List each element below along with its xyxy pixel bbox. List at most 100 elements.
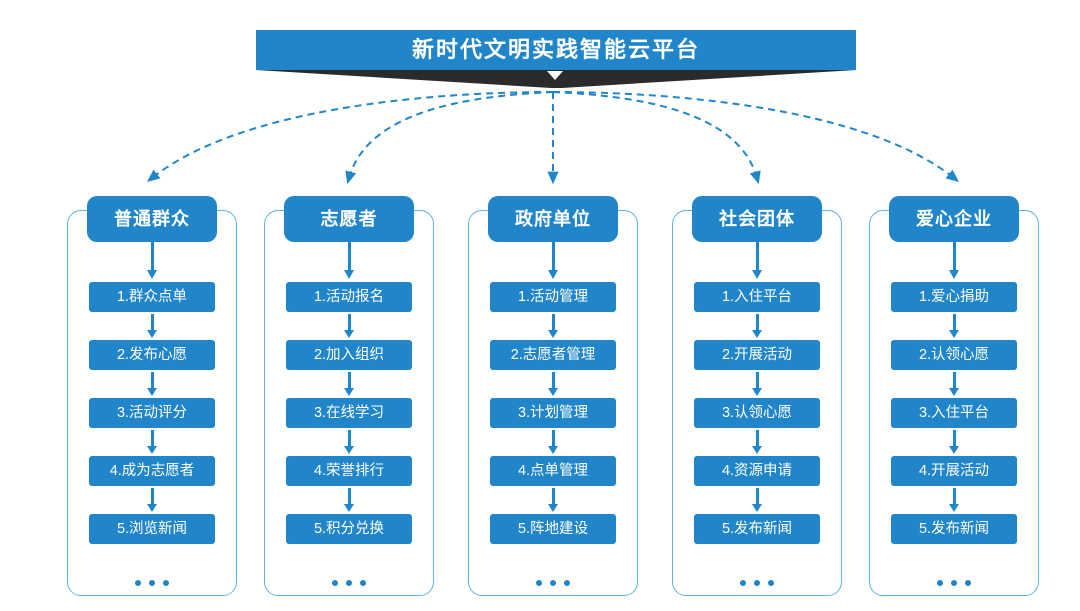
list-item-label: 4.荣誉排行 — [313, 462, 385, 479]
dot-icon — [937, 580, 943, 586]
arrow-down-icon — [490, 312, 616, 340]
arrow-shaft — [756, 242, 759, 272]
arrow-head-icon — [146, 270, 157, 279]
arrow-shaft — [151, 242, 154, 272]
more-items-indicator — [89, 566, 215, 600]
arrow-down-icon — [286, 312, 412, 340]
list-item-label: 3.认领心愿 — [721, 404, 793, 421]
list-item[interactable]: 1.入住平台 — [694, 282, 820, 312]
list-item[interactable]: 2.发布心愿 — [89, 340, 215, 370]
list-item[interactable]: 1.爱心捐助 — [891, 282, 1017, 312]
column-header-label: 志愿者 — [320, 209, 378, 229]
list-item-label: 5.积分兑换 — [313, 520, 385, 537]
list-item[interactable]: 3.计划管理 — [490, 398, 616, 428]
list-item[interactable]: 2.志愿者管理 — [490, 340, 616, 370]
dot-icon — [536, 580, 542, 586]
role-column-caring-enterprise: 爱心企业 1.爱心捐助 2.认领心愿 3.入住平台 4.开展活动 5.发布新闻 — [869, 196, 1039, 596]
column-header-label: 政府单位 — [515, 209, 591, 229]
column-header-social-group[interactable]: 社会团体 — [692, 196, 822, 242]
list-item-label: 4.资源申请 — [721, 462, 793, 479]
connector-to-column-2 — [345, 91, 554, 185]
list-item[interactable]: 3.入住平台 — [891, 398, 1017, 428]
arrow-shaft — [552, 242, 555, 272]
arrow-down-icon — [89, 486, 215, 514]
arrow-down-icon — [694, 428, 820, 456]
list-item-label: 1.活动管理 — [517, 288, 589, 305]
arrow-down-icon — [286, 428, 412, 456]
list-item-label: 2.开展活动 — [721, 346, 793, 363]
column-header-caring-enterprise[interactable]: 爱心企业 — [889, 196, 1019, 242]
list-item-label: 5.发布新闻 — [721, 520, 793, 537]
list-item-label: 3.在线学习 — [313, 404, 385, 421]
list-item-label: 2.认领心愿 — [918, 346, 990, 363]
arrow-header-to-first-item — [490, 242, 616, 282]
column-header-volunteer[interactable]: 志愿者 — [284, 196, 414, 242]
dot-icon — [346, 580, 352, 586]
list-item[interactable]: 4.资源申请 — [694, 456, 820, 486]
list-item[interactable]: 1.群众点单 — [89, 282, 215, 312]
dot-icon — [360, 580, 366, 586]
role-column-social-group: 社会团体 1.入住平台 2.开展活动 3.认领心愿 4.资源申请 5.发布新闻 — [672, 196, 842, 596]
role-columns: 普通群众 1.群众点单 2.发布心愿 3.活动评分 4.成为志愿者 5.浏览新闻 — [0, 196, 1080, 606]
list-item[interactable]: 5.阵地建设 — [490, 514, 616, 544]
list-item-label: 4.成为志愿者 — [109, 462, 195, 479]
column-header-government-unit[interactable]: 政府单位 — [488, 196, 618, 242]
list-item-label: 2.加入组织 — [313, 346, 385, 363]
list-item[interactable]: 4.成为志愿者 — [89, 456, 215, 486]
connector-to-column-4 — [552, 91, 761, 185]
more-items-indicator — [891, 566, 1017, 600]
list-item[interactable]: 1.活动管理 — [490, 282, 616, 312]
column-header-label: 普通群众 — [114, 209, 190, 229]
dot-icon — [332, 580, 338, 586]
list-item[interactable]: 1.活动报名 — [286, 282, 412, 312]
arrow-head-icon — [547, 270, 558, 279]
dot-icon — [550, 580, 556, 586]
column-header-ordinary-public[interactable]: 普通群众 — [87, 196, 217, 242]
list-item[interactable]: 2.认领心愿 — [891, 340, 1017, 370]
dot-icon — [564, 580, 570, 586]
list-item[interactable]: 5.发布新闻 — [891, 514, 1017, 544]
arrow-header-to-first-item — [891, 242, 1017, 282]
more-items-indicator — [490, 566, 616, 600]
list-item[interactable]: 5.积分兑换 — [286, 514, 412, 544]
list-item[interactable]: 5.浏览新闻 — [89, 514, 215, 544]
arrow-down-icon — [891, 428, 1017, 456]
list-item-label: 5.阵地建设 — [517, 520, 589, 537]
arrow-down-icon — [694, 370, 820, 398]
column-header-label: 爱心企业 — [916, 209, 992, 229]
role-column-ordinary-public: 普通群众 1.群众点单 2.发布心愿 3.活动评分 4.成为志愿者 5.浏览新闻 — [67, 196, 237, 596]
arrow-down-icon — [490, 428, 616, 456]
dot-icon — [768, 580, 774, 586]
arrow-down-icon — [286, 486, 412, 514]
column-item-list: 1.入住平台 2.开展活动 3.认领心愿 4.资源申请 5.发布新闻 — [694, 282, 820, 600]
list-item[interactable]: 3.在线学习 — [286, 398, 412, 428]
list-item[interactable]: 2.开展活动 — [694, 340, 820, 370]
dot-icon — [754, 580, 760, 586]
list-item[interactable]: 3.活动评分 — [89, 398, 215, 428]
arrow-down-icon — [891, 370, 1017, 398]
arrow-shaft — [953, 242, 956, 272]
list-item-label: 1.入住平台 — [721, 288, 793, 305]
arrow-header-to-first-item — [89, 242, 215, 282]
arrow-down-icon — [490, 486, 616, 514]
role-column-volunteer: 志愿者 1.活动报名 2.加入组织 3.在线学习 4.荣誉排行 5.积分兑换 — [264, 196, 434, 596]
list-item[interactable]: 3.认领心愿 — [694, 398, 820, 428]
list-item-label: 3.计划管理 — [517, 404, 589, 421]
platform-title-banner: 新时代文明实践智能云平台 — [256, 30, 856, 90]
list-item[interactable]: 5.发布新闻 — [694, 514, 820, 544]
list-item[interactable]: 4.点单管理 — [490, 456, 616, 486]
list-item-label: 4.点单管理 — [517, 462, 589, 479]
arrow-down-icon — [89, 428, 215, 456]
list-item[interactable]: 4.开展活动 — [891, 456, 1017, 486]
list-item[interactable]: 2.加入组织 — [286, 340, 412, 370]
connector-to-column-1 — [146, 91, 554, 182]
more-items-indicator — [286, 566, 412, 600]
column-item-list: 1.活动报名 2.加入组织 3.在线学习 4.荣誉排行 5.积分兑换 — [286, 282, 412, 600]
arrow-down-icon — [891, 486, 1017, 514]
list-item-label: 3.入住平台 — [918, 404, 990, 421]
list-item-label: 3.活动评分 — [116, 404, 188, 421]
dot-icon — [149, 580, 155, 586]
list-item[interactable]: 4.荣誉排行 — [286, 456, 412, 486]
arrow-down-icon — [89, 312, 215, 340]
